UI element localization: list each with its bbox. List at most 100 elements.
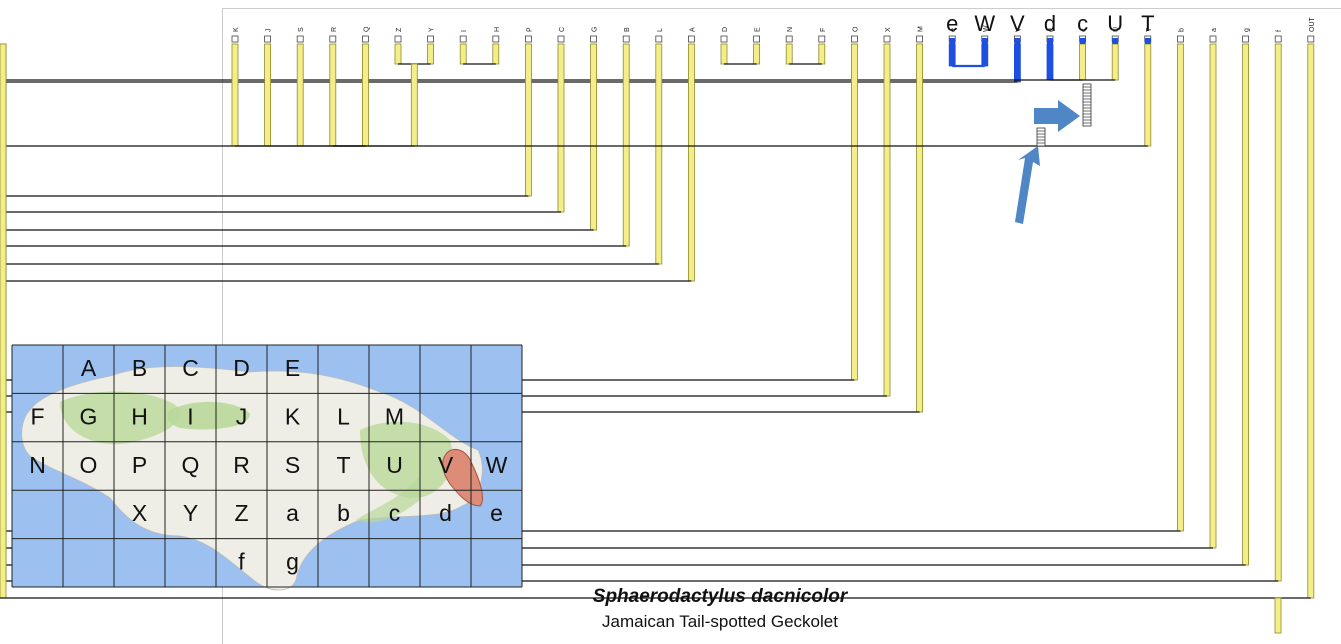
branch bbox=[557, 43, 565, 213]
branch bbox=[329, 43, 337, 147]
grid-cell-label: X bbox=[132, 500, 147, 526]
tip-box bbox=[492, 35, 500, 43]
forest-east bbox=[360, 421, 453, 499]
tip-marker bbox=[1047, 38, 1053, 44]
tip-label: P bbox=[526, 27, 533, 32]
tip-label: I bbox=[461, 30, 468, 32]
tip-label: Y bbox=[429, 27, 436, 32]
tip-label: U bbox=[1113, 27, 1120, 32]
branch bbox=[492, 43, 500, 65]
tip-marker bbox=[1112, 38, 1119, 44]
tip-box bbox=[1209, 35, 1217, 43]
tip-label: O bbox=[852, 26, 859, 32]
highlight-label: W bbox=[974, 11, 995, 36]
highlight-label: e bbox=[946, 11, 958, 36]
tree-panel bbox=[222, 8, 1341, 644]
tip-marker bbox=[1144, 38, 1151, 44]
root-branch bbox=[1274, 597, 1282, 634]
branch bbox=[1014, 43, 1021, 83]
grid-cell-label: Z bbox=[234, 500, 248, 526]
branch bbox=[1307, 43, 1315, 599]
branch bbox=[655, 43, 663, 265]
branch bbox=[459, 43, 467, 65]
species-name: Sphaerodactylus dacnicolor bbox=[592, 586, 848, 607]
tip-label: Z bbox=[396, 27, 403, 32]
grid-cell-label: A bbox=[81, 355, 97, 381]
grid-cell-label: g bbox=[286, 549, 299, 575]
right-arrow bbox=[1034, 100, 1080, 132]
tip-label: f bbox=[1276, 30, 1283, 32]
tip-box bbox=[1274, 35, 1282, 43]
tip-box bbox=[622, 35, 630, 43]
highlight-label: c bbox=[1077, 11, 1088, 36]
grid-cell-label: M bbox=[385, 403, 404, 429]
branch bbox=[590, 43, 597, 231]
branch bbox=[1111, 43, 1119, 81]
branch bbox=[622, 43, 630, 247]
grid-cell-label: e bbox=[490, 500, 503, 526]
species-range bbox=[442, 448, 483, 507]
branch bbox=[427, 43, 435, 65]
tip-label: L bbox=[657, 28, 664, 32]
tip-label: d bbox=[1048, 28, 1055, 32]
tip-label: E bbox=[755, 27, 762, 32]
branch bbox=[883, 43, 891, 397]
tip-label: OUT bbox=[1309, 17, 1316, 33]
tip-box bbox=[361, 35, 369, 43]
branch bbox=[1177, 43, 1184, 532]
tip-label: Q bbox=[363, 26, 370, 32]
branch bbox=[818, 43, 826, 65]
tip-marker bbox=[949, 38, 956, 44]
grid-cell-label: V bbox=[438, 452, 454, 478]
grid-cell-label: T bbox=[336, 452, 350, 478]
branch bbox=[264, 43, 272, 147]
forest-central bbox=[167, 401, 250, 430]
tip-label: a bbox=[1211, 28, 1218, 32]
highlight-label: d bbox=[1044, 11, 1056, 36]
branch bbox=[785, 43, 793, 65]
tip-box bbox=[427, 35, 435, 43]
tip-box bbox=[329, 35, 337, 43]
branch bbox=[1046, 43, 1054, 81]
grid-cell-label: P bbox=[132, 452, 147, 478]
tip-label: g bbox=[1244, 28, 1251, 32]
tip-box bbox=[1177, 35, 1184, 43]
tip-box bbox=[916, 35, 923, 43]
branch bbox=[720, 43, 728, 65]
grid-cell-label: K bbox=[285, 403, 301, 429]
tip-box bbox=[525, 35, 532, 43]
branch bbox=[1242, 43, 1249, 566]
tip-label: K bbox=[233, 27, 240, 32]
branch bbox=[410, 63, 418, 147]
tip-marker bbox=[1014, 38, 1021, 44]
grid-cell-label: Q bbox=[182, 452, 200, 478]
grid-cell-label: F bbox=[30, 403, 44, 429]
branch bbox=[753, 43, 760, 65]
grid-cell-label: B bbox=[132, 355, 147, 381]
tip-label: G bbox=[592, 27, 599, 32]
tip-label: D bbox=[722, 27, 729, 32]
forest-southeast bbox=[356, 476, 420, 523]
tip-label: S bbox=[298, 27, 305, 32]
arrows bbox=[1015, 100, 1080, 224]
grid-cell-label: a bbox=[286, 500, 299, 526]
tip-marker bbox=[981, 38, 988, 44]
branch bbox=[0, 43, 7, 599]
tip-label: F bbox=[820, 28, 827, 32]
branch bbox=[525, 43, 532, 197]
tip-label: e bbox=[950, 28, 957, 32]
highlight-label: V bbox=[1010, 11, 1025, 36]
tip-label: T bbox=[1146, 27, 1153, 32]
up-arrow bbox=[1015, 146, 1040, 224]
tip-label: N bbox=[787, 27, 794, 32]
grid-cell-label: U bbox=[386, 452, 403, 478]
branch bbox=[1209, 43, 1217, 549]
tip-marker bbox=[1079, 38, 1086, 44]
tip-box bbox=[720, 35, 728, 43]
tip-label: M bbox=[918, 26, 925, 32]
grid-cell-label: G bbox=[80, 403, 98, 429]
tip-label: b bbox=[1178, 28, 1185, 32]
